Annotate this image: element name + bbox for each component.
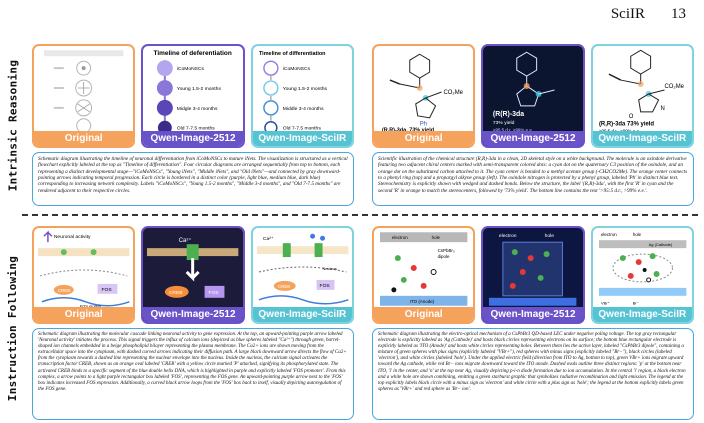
scir-vbr: VBr⁺: [601, 301, 610, 306]
molecule-original-figure: CO₂Me Ph (R,R)-3da, 73% yield: [382, 53, 464, 134]
qwen-selectivity: >95:5 d.r. >99% e.e.: [493, 128, 533, 133]
scir-hole: hole: [632, 232, 641, 237]
neuronal-qwen-figure: Ca²⁺ CREB FOS: [147, 237, 239, 298]
qwen-ca: Ca²⁺: [179, 237, 192, 244]
badge-original: Original: [34, 307, 134, 322]
scir-n: N: [660, 106, 664, 112]
figure-group-lec: electron hole CsPbBr₃ dipole ITO (Anode)…: [372, 226, 694, 420]
lec-original-figure: electron hole CsPbBr₃ dipole ITO (Anode): [379, 232, 468, 306]
scir-stage-1: iCoMoNSCs: [282, 66, 310, 72]
orig-fos: FOS: [102, 287, 113, 293]
orig-co2me: CO₂Me: [444, 90, 464, 96]
panel-original: Original: [32, 44, 136, 148]
timeline-original-figure: [43, 50, 124, 134]
scir-creb: CREB: [277, 284, 289, 289]
neuronal-scir-figure: Ca²⁺ Nucleus CREB FOS: [256, 233, 349, 305]
scir-stage-2: Young 1.5-2 months: [282, 86, 327, 92]
panel-original: electron hole CsPbBr₃ dipole ITO (Anode)…: [372, 226, 476, 324]
orig-dipole: dipole: [438, 254, 450, 259]
panel-scir: Timeline of differentiation iCoMoNSCs Yo…: [250, 44, 354, 148]
lec-scir-figure: electron hole Ag (Cathode) VBr⁺ Br⁻: [598, 232, 687, 306]
qwen-timeline-title: Timeline of deferentiation: [154, 50, 232, 57]
page-number: 13: [671, 6, 686, 22]
molecule-scir-figure: CO₂Me N O (R,R)-3da 73% yield >95:5 d.r.…: [599, 49, 684, 134]
scir-ca: Ca²⁺: [263, 236, 274, 242]
panel-qwen: electron hole Qwen-Image-2512: [481, 226, 585, 324]
scir-compound-label: (R,R)-3da 73% yield: [599, 122, 654, 128]
orig-cspbbr3: CsPbBr₃: [438, 248, 455, 253]
badge-qwen: Qwen-Image-2512: [483, 131, 583, 146]
panel-scir: CO₂Me N O (R,R)-3da 73% yield >95:5 d.r.…: [590, 44, 694, 148]
orig-compound-label: (R,R)-3da, 73% yield: [382, 128, 434, 134]
qwen-compound-label: (R(R)-3da: [493, 111, 524, 118]
orig-neuronal-label: Neuronal activity: [54, 234, 91, 240]
scir-stage-3: Middle 3-4 months: [282, 106, 323, 112]
panel-scir: electron hole Ag (Cathode) VBr⁺ Br⁻ Qwen…: [590, 226, 694, 324]
page-header: SciIR 13: [611, 6, 686, 23]
qwen-hole: hole: [545, 233, 555, 239]
badge-original: Original: [374, 131, 474, 146]
molecule-qwen-figure: (R(R)-3da 73% yield >95:5 d.r. >99% e.e.: [493, 51, 555, 133]
lec-qwen-figure: electron hole: [489, 233, 577, 306]
qwen-yield: 73% yield: [493, 120, 515, 126]
orig-ph: Ph: [420, 122, 427, 128]
scir-co2me: CO₂Me: [664, 84, 684, 90]
badge-scir: Qwen-Image-SciIR: [252, 131, 352, 146]
panel-scir: Ca²⁺ Nucleus CREB FOS Qwen-Image-SciIR: [250, 226, 354, 324]
orig-ito: ITO (Anode): [410, 299, 435, 304]
caption-neuronal: Schematic diagram illustrating the molec…: [32, 328, 354, 420]
scir-timeline-title: Timeline of differentiation: [259, 51, 326, 57]
badge-original: Original: [374, 307, 474, 322]
scir-ag: Ag (Cathode): [648, 242, 672, 247]
row-label-instruction: Instruction Following: [6, 255, 20, 401]
badge-scir: Qwen-Image-SciIR: [592, 307, 692, 322]
qwen-fos: FOS: [209, 290, 220, 296]
panel-qwen: Timeline of deferentiation iCoMoNSCs You…: [141, 44, 245, 148]
caption-lec: Schematic diagram illustrating the elect…: [372, 328, 694, 420]
badge-scir: Qwen-Image-SciIR: [252, 307, 352, 322]
qwen-stage-2: Young 1.5-2 months: [177, 86, 222, 92]
timeline-scir-figure: Timeline of differentiation iCoMoNSCs Yo…: [259, 51, 327, 134]
section-divider: [22, 214, 698, 216]
panel-qwen: (R(R)-3da 73% yield >95:5 d.r. >99% e.e.…: [481, 44, 585, 148]
badge-original: Original: [34, 131, 134, 146]
qwen-stage-3: Midgle 3-4 months: [177, 106, 218, 112]
badge-qwen: Qwen-Image-2512: [483, 307, 583, 322]
timeline-qwen-figure: Timeline of deferentiation iCoMoNSCs You…: [154, 50, 232, 134]
orig-electron: electron: [392, 235, 408, 240]
qwen-electron: electron: [499, 233, 517, 239]
running-title: SciIR: [610, 6, 645, 22]
row-label-intrinsic: Intrinsic Reasoning: [6, 59, 20, 191]
scir-o: O: [628, 114, 633, 120]
figure-group-timeline: Original Timeline of deferentiation iCoM…: [32, 44, 354, 206]
figure-group-neuronal: Neuronal activity CREB FOS FOS protein O…: [32, 226, 354, 420]
panel-original: Neuronal activity CREB FOS FOS protein O…: [32, 226, 136, 324]
scir-br: Br⁻: [632, 301, 638, 306]
orig-hole: hole: [432, 235, 441, 240]
scir-electron: electron: [601, 232, 617, 237]
orig-fos-protein: FOS protein: [80, 304, 101, 309]
scir-stage-4: Old 7-7.5 months: [282, 126, 321, 132]
neuronal-original-figure: Neuronal activity CREB FOS FOS protein: [37, 230, 130, 309]
orig-creb: CREB: [58, 288, 70, 293]
caption-chemistry: Scientific illustration of the chemical …: [372, 152, 694, 206]
badge-scir: Qwen-Image-SciIR: [592, 131, 692, 146]
caption-timeline: Schematic diagram illustrating the timel…: [32, 152, 354, 206]
scir-fos: FOS: [319, 283, 330, 289]
badge-qwen: Qwen-Image-2512: [143, 307, 243, 322]
scir-nucleus: Nucleus: [322, 266, 336, 271]
qwen-stage-4: Old 7-7.5 months: [177, 126, 216, 132]
figure-group-chemistry: CO₂Me Ph (R,R)-3da, 73% yield Original (…: [372, 44, 694, 206]
panel-original: CO₂Me Ph (R,R)-3da, 73% yield Original: [372, 44, 476, 148]
qwen-stage-1: iCoMoNSCs: [177, 66, 205, 72]
qwen-creb: CREB: [169, 290, 183, 296]
badge-qwen: Qwen-Image-2512: [143, 131, 243, 146]
panel-qwen: Ca²⁺ CREB FOS Qwen-Image-2512: [141, 226, 245, 324]
